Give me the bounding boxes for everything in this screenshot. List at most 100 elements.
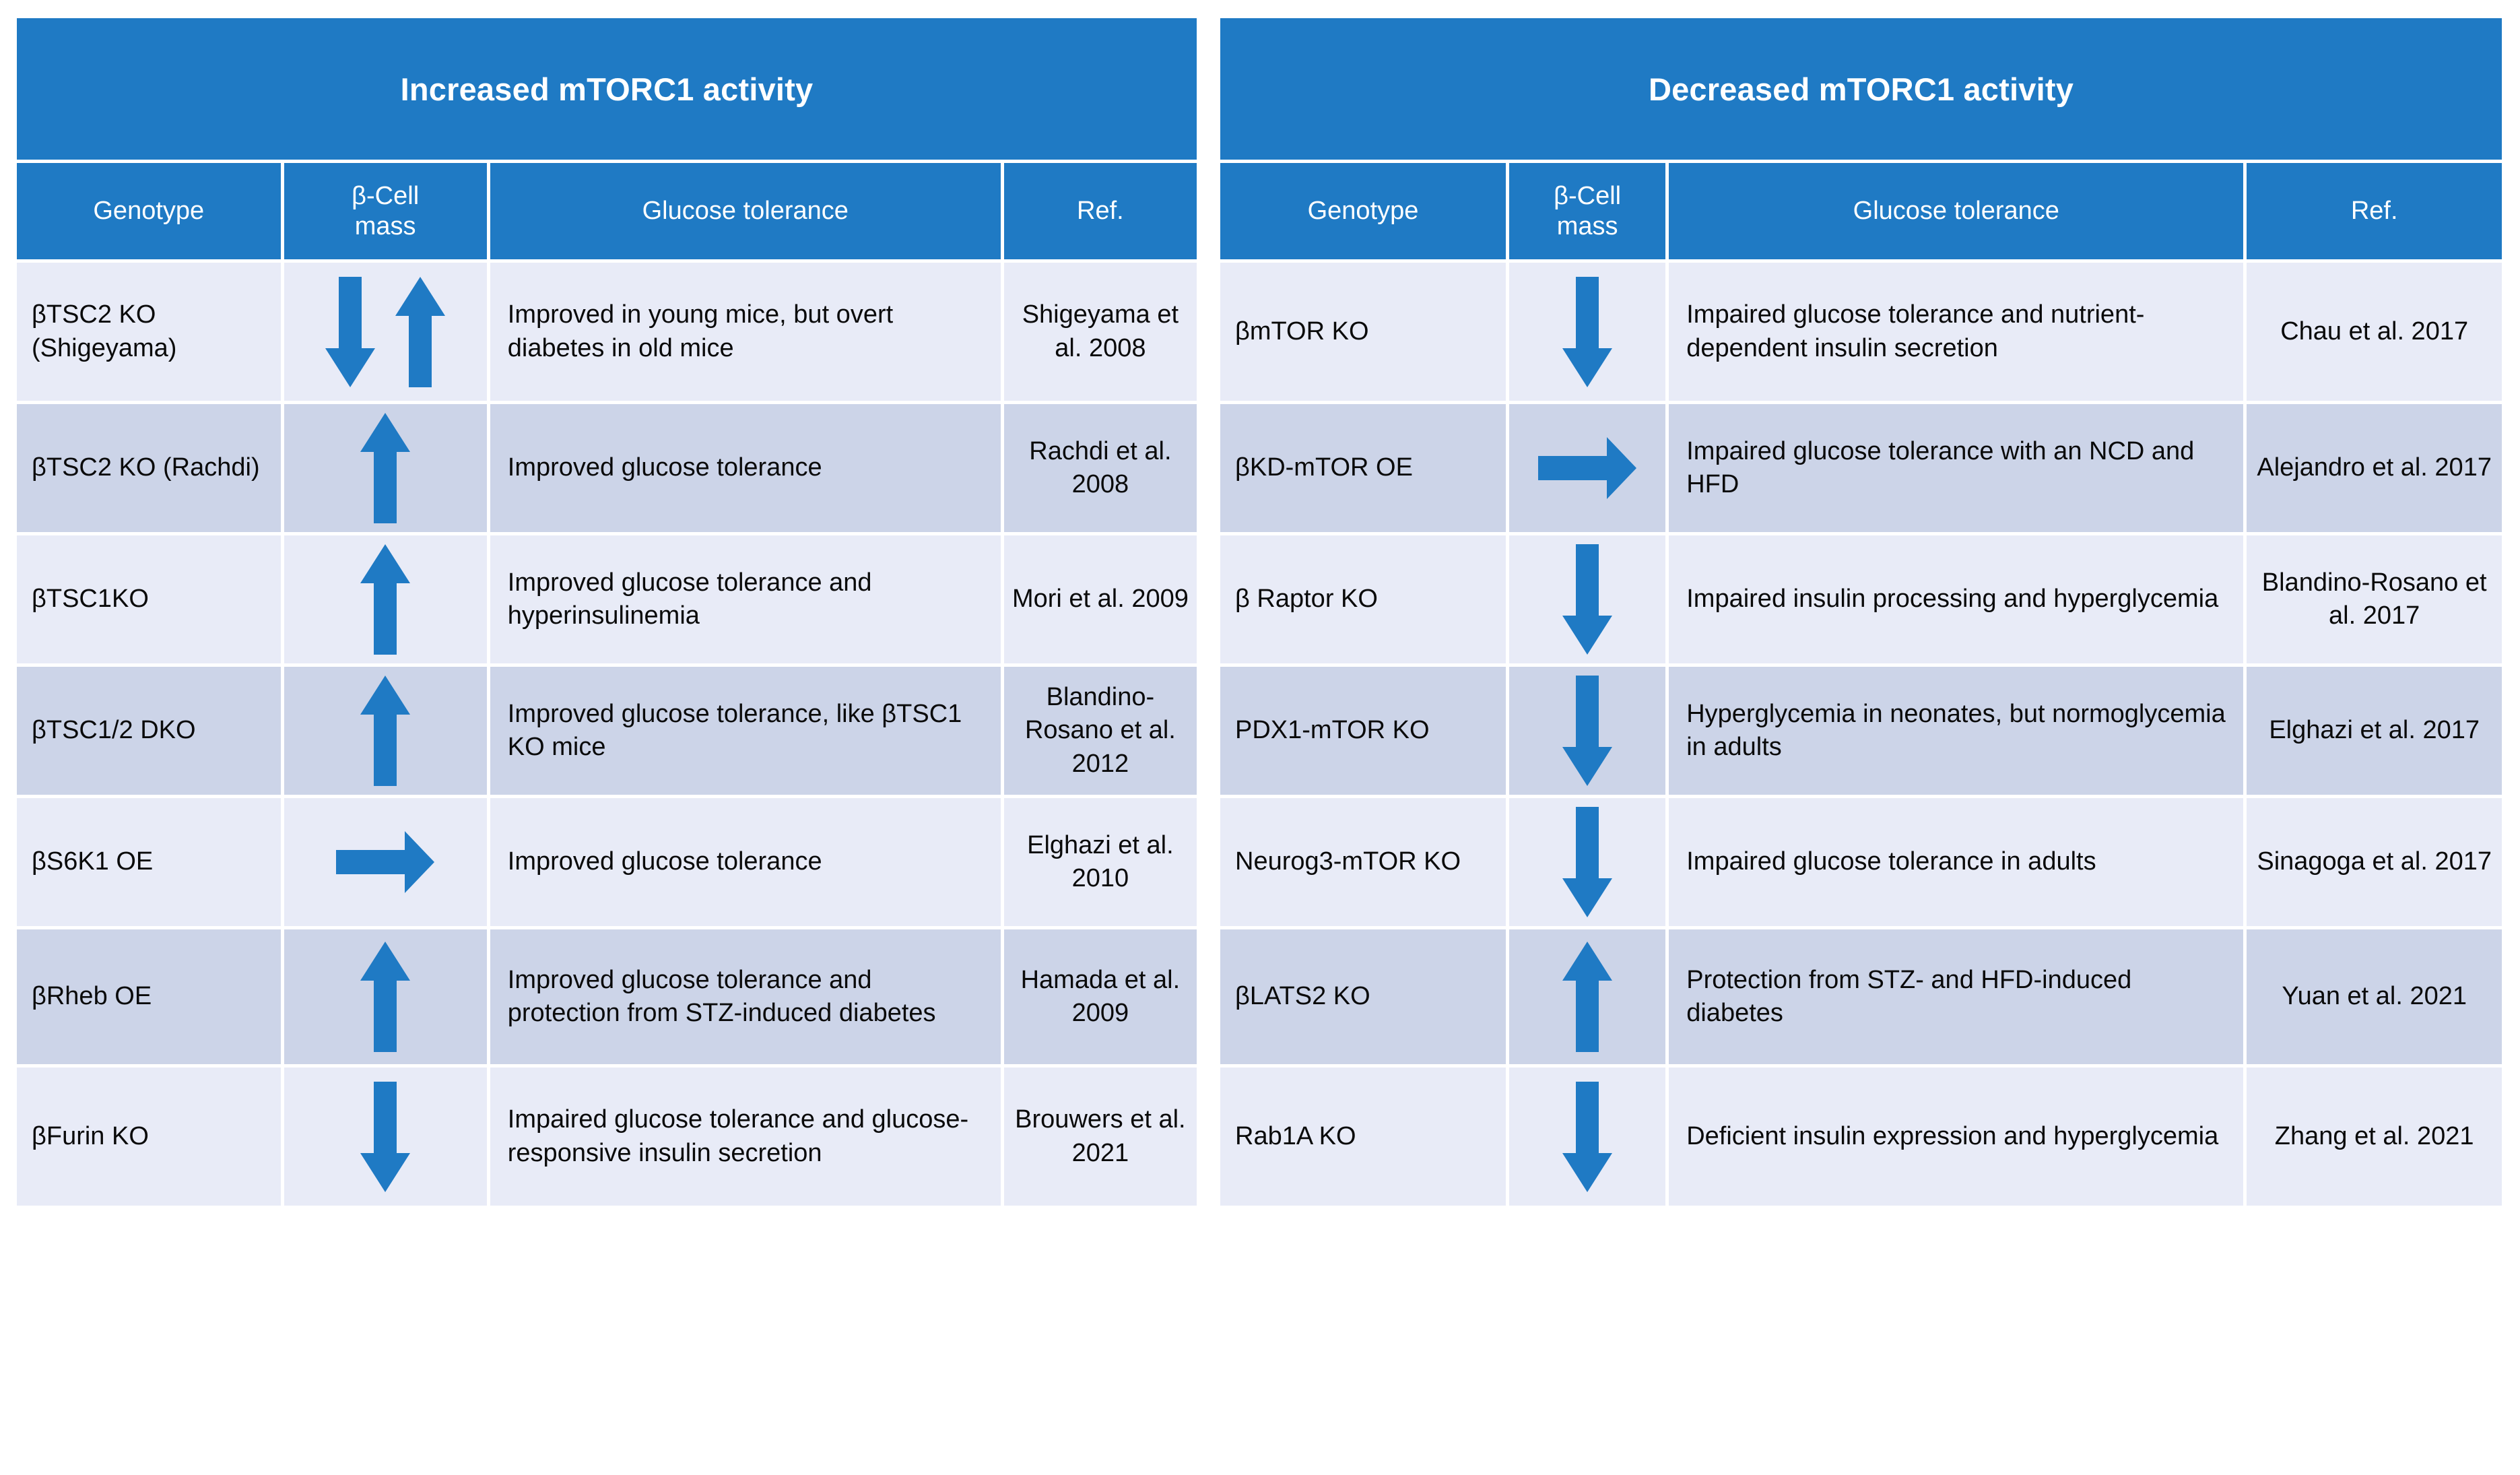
- column-header-genotype: Genotype: [1220, 163, 1506, 259]
- beta-cell-mass-arrows: [284, 667, 487, 795]
- table-row: βmTOR KO Impaired glucose tolerance and n…: [1220, 263, 2502, 401]
- cell-reference: Blandino-Rosano et al. 2017: [2247, 535, 2502, 663]
- table-row: βTSC2 KO (Shigeyama) Improved in young mi…: [17, 263, 1197, 401]
- cell-beta-cell-mass: [1509, 798, 1666, 926]
- column-header-line-2: mass: [354, 211, 416, 240]
- column-header-ref: Ref.: [1003, 163, 1197, 259]
- table-row: Rab1A KO Deficient insulin expression and…: [1220, 1068, 2502, 1206]
- cell-glucose-tolerance: Improved in young mice, but overt diabet…: [490, 263, 1001, 401]
- column-header-glucose-tolerance: Glucose tolerance: [490, 163, 1001, 259]
- cell-beta-cell-mass: [1509, 929, 1666, 1064]
- cell-genotype: βS6K1 OE: [17, 798, 281, 926]
- up-arrow-icon: [359, 542, 411, 657]
- cell-genotype: βKD-mTOR OE: [1220, 404, 1506, 532]
- up-arrow-icon: [359, 673, 411, 789]
- beta-cell-mass-arrows: [284, 798, 487, 926]
- cell-glucose-tolerance: Hyperglycemia in neonates, but normoglyc…: [1669, 667, 2244, 795]
- cell-genotype: PDX1-mTOR KO: [1220, 667, 1506, 795]
- cell-genotype: βTSC1/2 DKO: [17, 667, 281, 795]
- cell-glucose-tolerance: Improved glucose tolerance: [490, 404, 1001, 532]
- beta-cell-mass-arrows: [1509, 667, 1665, 795]
- down-arrow-icon: [324, 274, 376, 390]
- column-header-line-2: mass: [1556, 211, 1618, 240]
- up-arrow-icon: [359, 410, 411, 526]
- cell-glucose-tolerance: Impaired insulin processing and hypergly…: [1669, 535, 2244, 663]
- cell-reference: Alejandro et al. 2017: [2247, 404, 2502, 532]
- cell-reference: Yuan et al. 2021: [2247, 929, 2502, 1064]
- cell-reference: Shigeyama et al. 2008: [1003, 263, 1197, 401]
- cell-reference: Elghazi et al. 2010: [1003, 798, 1197, 926]
- cell-glucose-tolerance: Improved glucose tolerance: [490, 798, 1001, 926]
- cell-beta-cell-mass: [284, 1068, 487, 1206]
- up-arrow-icon: [359, 939, 411, 1055]
- cell-genotype: Rab1A KO: [1220, 1068, 1506, 1206]
- beta-cell-mass-arrows: [1509, 929, 1665, 1064]
- down-arrow-icon: [1561, 804, 1614, 920]
- cell-genotype: βRheb OE: [17, 929, 281, 1064]
- cell-glucose-tolerance: Impaired glucose tolerance in adults: [1669, 798, 2244, 926]
- table-banner-decreased: Decreased mTORC1 activity: [1220, 18, 2502, 160]
- cell-genotype: βmTOR KO: [1220, 263, 1506, 401]
- table-row: βTSC1/2 DKO Improved glucose tolerance, l…: [17, 667, 1197, 795]
- cell-beta-cell-mass: [284, 667, 487, 795]
- cell-beta-cell-mass: [284, 798, 487, 926]
- cell-reference: Sinagoga et al. 2017: [2247, 798, 2502, 926]
- column-header-glucose-tolerance: Glucose tolerance: [1669, 163, 2244, 259]
- cell-genotype: βTSC2 KO (Shigeyama): [17, 263, 281, 401]
- column-header-line-1: β-Cell: [352, 181, 420, 210]
- cell-reference: Elghazi et al. 2017: [2247, 667, 2502, 795]
- down-arrow-icon: [1561, 274, 1614, 390]
- cell-beta-cell-mass: [1509, 404, 1666, 532]
- cell-reference: Blandino-Rosano et al. 2012: [1003, 667, 1197, 795]
- cell-beta-cell-mass: [284, 263, 487, 401]
- cell-genotype: βLATS2 KO: [1220, 929, 1506, 1064]
- right-arrow-icon: [1537, 434, 1638, 502]
- beta-cell-mass-arrows: [1509, 404, 1665, 532]
- beta-cell-mass-arrows: [1509, 535, 1665, 663]
- cell-reference: Rachdi et al. 2008: [1003, 404, 1197, 532]
- column-header-line-1: β-Cell: [1554, 181, 1622, 210]
- cell-glucose-tolerance: Deficient insulin expression and hypergl…: [1669, 1068, 2244, 1206]
- cell-reference: Brouwers et al. 2021: [1003, 1068, 1197, 1206]
- table-banner-row: Decreased mTORC1 activity: [1220, 18, 2502, 160]
- cell-beta-cell-mass: [284, 535, 487, 663]
- beta-cell-mass-arrows: [1509, 263, 1665, 401]
- cell-glucose-tolerance: Impaired glucose tolerance and nutrient-…: [1669, 263, 2244, 401]
- table-row: βRheb OE Improved glucose tolerance and p…: [17, 929, 1197, 1064]
- cell-genotype: βTSC1KO: [17, 535, 281, 663]
- down-arrow-icon: [359, 1079, 411, 1195]
- cell-reference: Zhang et al. 2021: [2247, 1068, 2502, 1206]
- beta-cell-mass-arrows: [284, 1068, 487, 1206]
- column-header-genotype: Genotype: [17, 163, 281, 259]
- cell-glucose-tolerance: Protection from STZ- and HFD-induced dia…: [1669, 929, 2244, 1064]
- down-arrow-icon: [1561, 542, 1614, 657]
- down-arrow-icon: [1561, 673, 1614, 789]
- cell-glucose-tolerance: Improved glucose tolerance, like βTSC1 K…: [490, 667, 1001, 795]
- cell-beta-cell-mass: [284, 404, 487, 532]
- cell-glucose-tolerance: Improved glucose tolerance and protectio…: [490, 929, 1001, 1064]
- cell-beta-cell-mass: [1509, 263, 1666, 401]
- cell-beta-cell-mass: [1509, 535, 1666, 663]
- table-row: PDX1-mTOR KO Hyperglycemia in neonates, b…: [1220, 667, 2502, 795]
- cell-beta-cell-mass: [1509, 1068, 1666, 1206]
- beta-cell-mass-arrows: [284, 263, 487, 401]
- table-banner-increased: Increased mTORC1 activity: [17, 18, 1197, 160]
- table-banner-row: Increased mTORC1 activity: [17, 18, 1197, 160]
- down-arrow-icon: [1561, 1079, 1614, 1195]
- table-row: βLATS2 KO Protection from STZ- and HFD-in…: [1220, 929, 2502, 1064]
- column-header-ref: Ref.: [2247, 163, 2502, 259]
- cell-genotype: Neurog3-mTOR KO: [1220, 798, 1506, 926]
- cell-reference: Chau et al. 2017: [2247, 263, 2502, 401]
